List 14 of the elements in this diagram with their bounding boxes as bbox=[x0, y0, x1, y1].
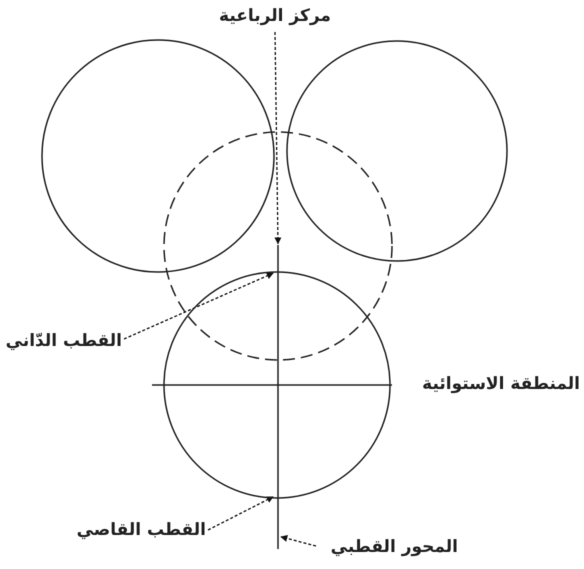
axis-label: المحور القطبي bbox=[318, 535, 458, 559]
circle-outline bbox=[162, 270, 392, 500]
dashed-circle bbox=[162, 130, 394, 362]
pole-label: القطب القاصي bbox=[50, 518, 206, 542]
circle-outline bbox=[40, 38, 276, 274]
leader-line bbox=[280, 535, 316, 547]
heading-label: مركز الرباعية bbox=[190, 4, 360, 28]
polar-axis-line bbox=[276, 245, 280, 549]
leader-line bbox=[274, 32, 282, 244]
leader-line bbox=[124, 272, 274, 340]
circle-outline bbox=[285, 39, 509, 263]
pole-label: القطب الدّاني bbox=[2, 329, 122, 353]
zone-label: المنطقة الاستوائية bbox=[421, 373, 580, 396]
leader-line bbox=[208, 496, 274, 531]
